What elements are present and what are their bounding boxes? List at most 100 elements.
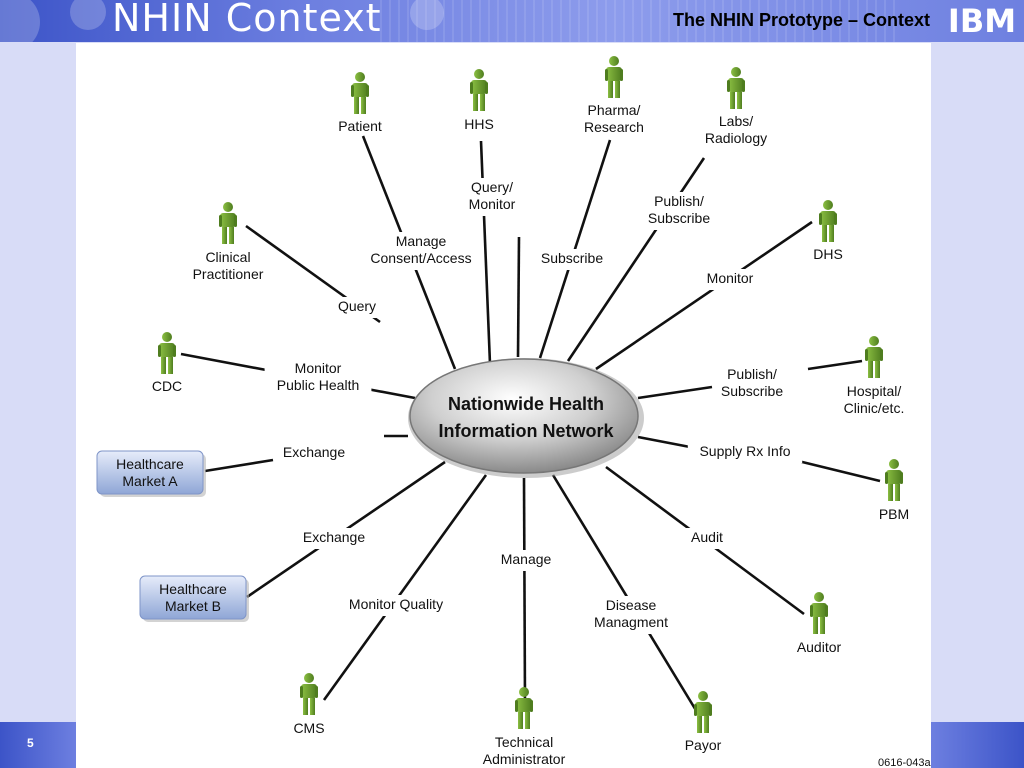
edge-label-text: Audit [691,529,723,545]
edge-label: Exchange [279,443,349,464]
connection-line [789,457,881,483]
actor-label: Clinic/etc. [844,400,905,416]
box-label: Healthcare [116,456,184,472]
person-icon [865,336,883,378]
slide-title: NHIN Context [112,0,382,40]
actor-pbm: PBM [879,459,909,522]
edge-label: Manage [499,550,553,571]
edge-label: Publish/Subscribe [713,365,791,403]
connection-line [322,474,488,701]
connection-line [551,474,699,713]
person-icon [351,72,369,114]
actor-label: Radiology [705,130,767,146]
decor-bubble [0,0,40,42]
edge-label-text: Subscribe [648,210,710,226]
actor-label: Labs/ [719,113,753,129]
edge-label: Monitor Quality [335,595,457,616]
actor-label: CDC [152,378,182,394]
person-icon [727,67,745,109]
edge-label-text: Subscribe [541,250,603,266]
actor-dhs: DHS [813,200,843,262]
decor-bubble [70,0,106,30]
edge-label: Subscribe [533,249,611,270]
hub-label-line2: Information Network [438,421,614,441]
person-icon [819,200,837,242]
actor-label: Patient [338,118,382,134]
actor-hospital: Hospital/Clinic/etc. [844,336,905,416]
person-icon [885,459,903,501]
edge-label: Audit [684,528,730,549]
ibm-logo-text: IBM [948,4,1016,36]
edge-label: Supply Rx Info [687,442,803,463]
person-icon [694,691,712,733]
actor-hhs: HHS [464,69,494,132]
actor-label: CMS [293,720,324,736]
edge-label-text: Manage [501,551,552,567]
actor-label: Administrator [483,751,566,767]
actor-label: DHS [813,246,843,262]
edge-label-text: Managment [594,614,668,630]
person-icon [158,332,176,374]
connection-line [566,157,706,362]
edge-label-text: Exchange [303,529,365,545]
connection-line [479,140,492,365]
edge-label-text: Exchange [283,444,345,460]
actor-payor: Payor [685,691,722,753]
actor-label: HHS [464,116,494,132]
actor-label: Auditor [797,639,842,655]
person-icon [605,56,623,98]
page-number: 5 [27,736,34,750]
edge-label: Monitor [699,269,761,290]
actor-label: Technical [495,734,553,750]
edge-labels: ManageConsent/AccessQuery/MonitorSubscri… [264,178,803,634]
person-icon [219,202,237,244]
connection-line [637,435,691,449]
hub-label-line1: Nationwide Health [448,394,604,414]
edge-label-text: Manage [396,233,447,249]
person-icon [810,592,828,634]
actor-pharma: Pharma/Research [584,56,644,135]
edge-label-text: Query [338,298,376,314]
edge-label-text: Supply Rx Info [699,443,790,459]
edge-label: Query/Monitor [461,178,523,216]
edge-label: Publish/Subscribe [640,192,718,230]
edge-label-text: Query/ [471,179,513,195]
edge-label: Query [334,297,380,318]
slide-subtitle: The NHIN Prototype – Context [672,10,930,30]
actor-labs: Labs/Radiology [705,67,767,146]
connection-line [595,220,813,371]
edge-label-text: Monitor [295,360,342,376]
decor-stripes [380,0,900,42]
person-icon [300,673,318,715]
actor-label: Pharma/ [588,102,641,118]
connection-line [516,236,521,358]
box-label: Market A [122,473,178,489]
actor-cdc: CDC [152,332,182,394]
footer-bar-right [931,722,1024,768]
person-icon [515,687,533,729]
actor-label: Hospital/ [847,383,902,399]
edge-label-text: Monitor [707,270,754,286]
decor-bubble [410,0,444,30]
actor-label: PBM [879,506,909,522]
edge-label-text: Publish/ [654,193,704,209]
edge-label-text: Disease [606,597,657,613]
edge-label: Exchange [299,528,369,549]
actor-patient: Patient [338,72,382,134]
actor-label: Clinical [205,249,250,265]
actor-label: Research [584,119,644,135]
hub-node: Nationwide Health Information Network [408,358,644,478]
edge-label-text: Subscribe [721,383,783,399]
ibm-logo: IBM [948,4,1016,36]
edge-label-text: Monitor [469,196,516,212]
edge-label-text: Publish/ [727,366,777,382]
